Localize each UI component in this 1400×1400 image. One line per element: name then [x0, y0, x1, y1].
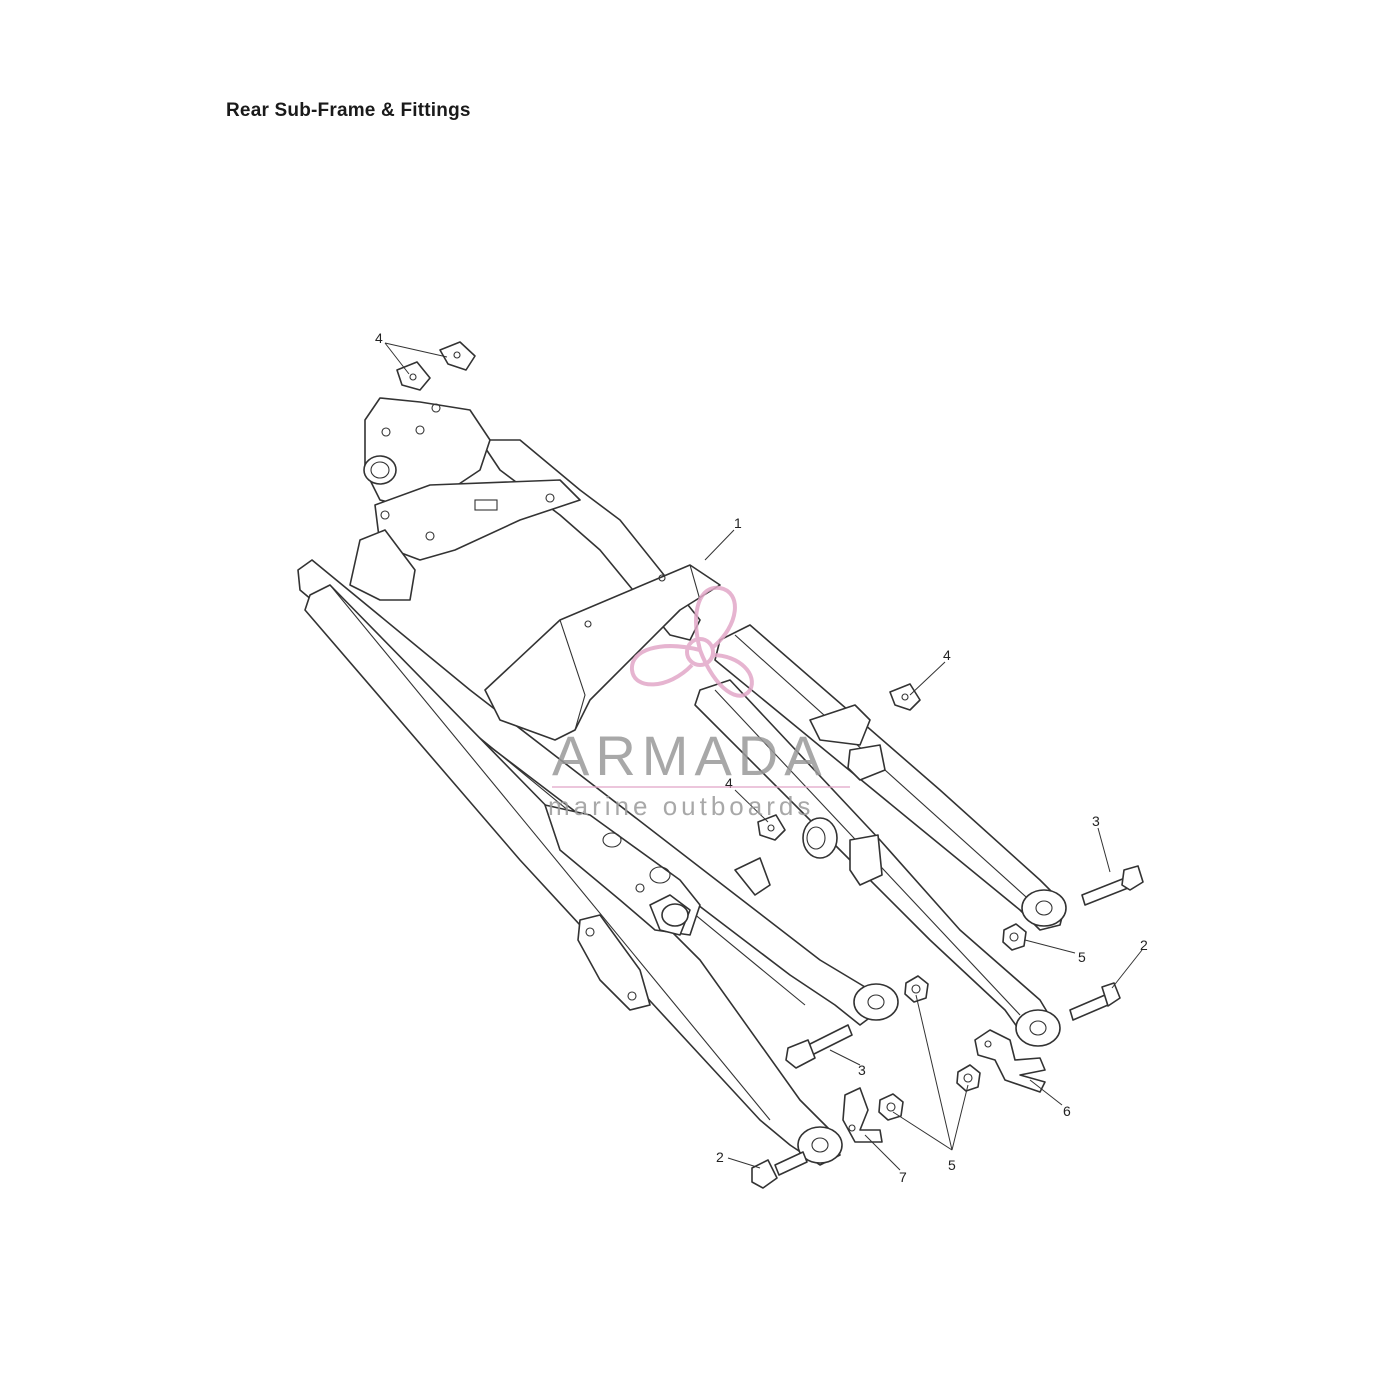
callout-4-rear: 4	[375, 330, 383, 346]
callout-3-left: 3	[858, 1062, 866, 1078]
nut-5-b	[904, 975, 929, 1003]
watermark-brand: ARMADA	[552, 724, 828, 787]
callout-2-left: 2	[716, 1149, 724, 1165]
callout-1: 1	[734, 515, 742, 531]
watermark: ARMADA marine outboards	[548, 585, 850, 821]
callout-4-centre: 4	[725, 775, 733, 791]
diagram-title: Rear Sub-Frame & Fittings	[226, 100, 471, 121]
nut-5-c	[956, 1064, 981, 1092]
watermark-tagline: marine outboards	[548, 791, 814, 821]
bracket-6	[974, 1029, 1046, 1093]
bolt-2-left	[751, 1151, 808, 1189]
bolt-2-right	[1069, 982, 1121, 1021]
nut-5-a	[1002, 923, 1027, 951]
callout-5-right: 5	[1078, 949, 1086, 965]
callout-5-lower: 5	[948, 1157, 956, 1173]
bolt-3-left	[785, 1024, 853, 1069]
callout-3-right: 3	[1092, 813, 1100, 829]
clip-nut-right	[889, 683, 921, 711]
callout-2-right: 2	[1140, 937, 1148, 953]
callout-4-right: 4	[943, 647, 951, 663]
sub-frame	[297, 397, 1067, 1166]
nut-5-d	[878, 1093, 904, 1121]
clip-nut-centre	[757, 814, 786, 841]
callout-6: 6	[1063, 1103, 1071, 1119]
leader-lines	[384, 342, 1143, 1171]
bracket-7	[842, 1087, 883, 1143]
clip-nut-group-rear	[396, 341, 476, 391]
propeller-logo-icon	[629, 585, 754, 698]
bolt-3-right	[1081, 865, 1144, 906]
callout-7: 7	[899, 1169, 907, 1185]
callouts: 4 1 4 4 3 5 2 3 6 2 7 5	[375, 330, 1148, 1185]
